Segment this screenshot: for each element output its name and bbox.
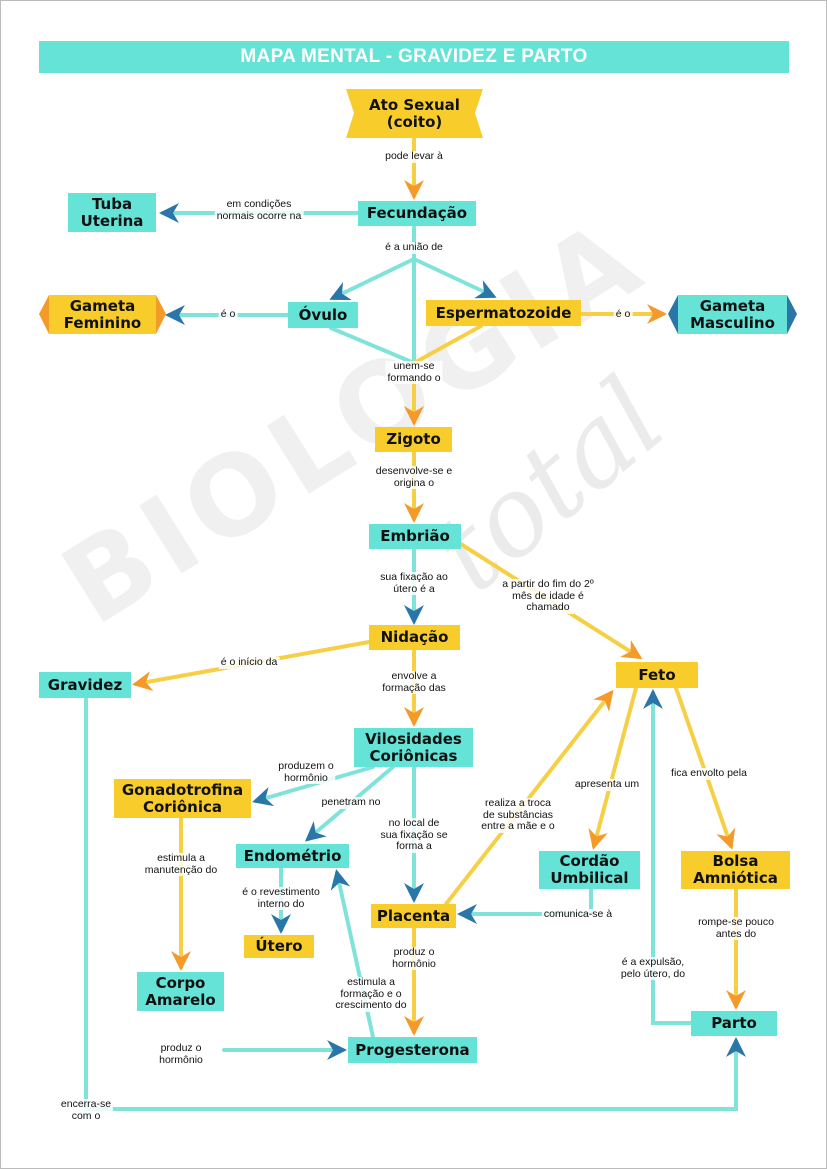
node-vilosidades: Vilosidades Coriônicas bbox=[354, 728, 473, 767]
link-label: a partir do fim do 2º mês de idade é cha… bbox=[500, 578, 596, 614]
node-embriao: Embrião bbox=[369, 524, 461, 549]
link-label: é a união de bbox=[383, 241, 445, 254]
node-gonadotrofina: Gonadotrofina Coriônica bbox=[114, 779, 251, 818]
edge-parto-feto bbox=[643, 689, 693, 1025]
node-gravidez: Gravidez bbox=[39, 672, 131, 698]
link-label: estimula a manutenção do bbox=[142, 852, 220, 876]
link-label: estimula a formação e o crescimento do bbox=[333, 976, 409, 1012]
link-label: comunica-se à bbox=[541, 908, 615, 921]
link-label: realiza a troca de substâncias entre a m… bbox=[479, 797, 557, 833]
node-ovulo: Óvulo bbox=[288, 302, 358, 328]
link-label: apresenta um bbox=[572, 778, 642, 791]
edge-feto-bolsa bbox=[674, 686, 736, 850]
node-zigoto: Zigoto bbox=[375, 427, 452, 452]
link-label: é a expulsão, pelo útero, do bbox=[618, 956, 688, 980]
node-gameta-masculino: Gameta Masculino bbox=[678, 295, 787, 334]
link-label: envolve a formação das bbox=[380, 670, 448, 694]
link-label: pode levar à bbox=[383, 150, 445, 163]
link-label: produz o hormônio bbox=[157, 1042, 205, 1066]
link-label: fica envolto pela bbox=[669, 767, 749, 780]
node-nidacao: Nidação bbox=[369, 625, 460, 650]
page-title: MAPA MENTAL - GRAVIDEZ E PARTO bbox=[39, 41, 789, 73]
node-gameta-feminino: Gameta Feminino bbox=[49, 295, 156, 334]
link-label: unem-se formando o bbox=[385, 360, 443, 384]
node-utero: Útero bbox=[244, 935, 314, 958]
node-endometrio: Endométrio bbox=[236, 844, 349, 868]
node-progesterona: Progesterona bbox=[348, 1037, 477, 1063]
node-cordao-umbilical: Cordão Umbilical bbox=[539, 851, 640, 889]
link-label: é o revestimento interno do bbox=[240, 886, 322, 910]
link-label: é o bbox=[218, 308, 238, 321]
edge-vilos-gonado bbox=[252, 765, 375, 807]
node-parto: Parto bbox=[691, 1011, 777, 1036]
edge-prog-endo bbox=[330, 869, 375, 1039]
link-label: sua fixação ao útero é a bbox=[378, 571, 450, 595]
edge-split-ovulo bbox=[329, 257, 416, 301]
node-ato-sexual: Ato Sexual (coito) bbox=[369, 95, 460, 131]
node-fecundacao: Fecundação bbox=[358, 201, 476, 226]
link-label: rompe-se pouco antes do bbox=[696, 916, 776, 940]
node-corpo-amarelo: Corpo Amarelo bbox=[137, 972, 224, 1011]
edge-esperm-merge bbox=[412, 324, 483, 365]
edge-split-esperm bbox=[412, 257, 497, 299]
link-label: encerra-se com o bbox=[58, 1098, 114, 1122]
node-tuba-uterina: Tuba Uterina bbox=[68, 193, 156, 232]
node-placenta: Placenta bbox=[371, 904, 456, 928]
node-feto: Feto bbox=[616, 662, 698, 688]
link-label: no local de sua fixação se forma a bbox=[378, 817, 450, 853]
node-bolsa-amniotica: Bolsa Amniótica bbox=[681, 851, 790, 889]
link-label: produzem o hormônio bbox=[276, 760, 336, 784]
link-label: desenvolve-se e origina o bbox=[373, 465, 455, 489]
edge-ovulo-merge bbox=[329, 326, 416, 365]
link-label: em condições normais ocorre na bbox=[214, 198, 304, 222]
edge-gravidez-parto bbox=[84, 696, 746, 1111]
node-espermatozoide: Espermatozoide bbox=[426, 300, 581, 326]
edge-feto-cordao bbox=[588, 686, 638, 850]
ato-sexual-shape bbox=[346, 89, 483, 138]
link-label: penetram no bbox=[319, 796, 383, 809]
link-label: é o bbox=[613, 308, 633, 321]
link-label: é o início da bbox=[218, 656, 280, 669]
link-label: produz o hormônio bbox=[390, 946, 438, 970]
